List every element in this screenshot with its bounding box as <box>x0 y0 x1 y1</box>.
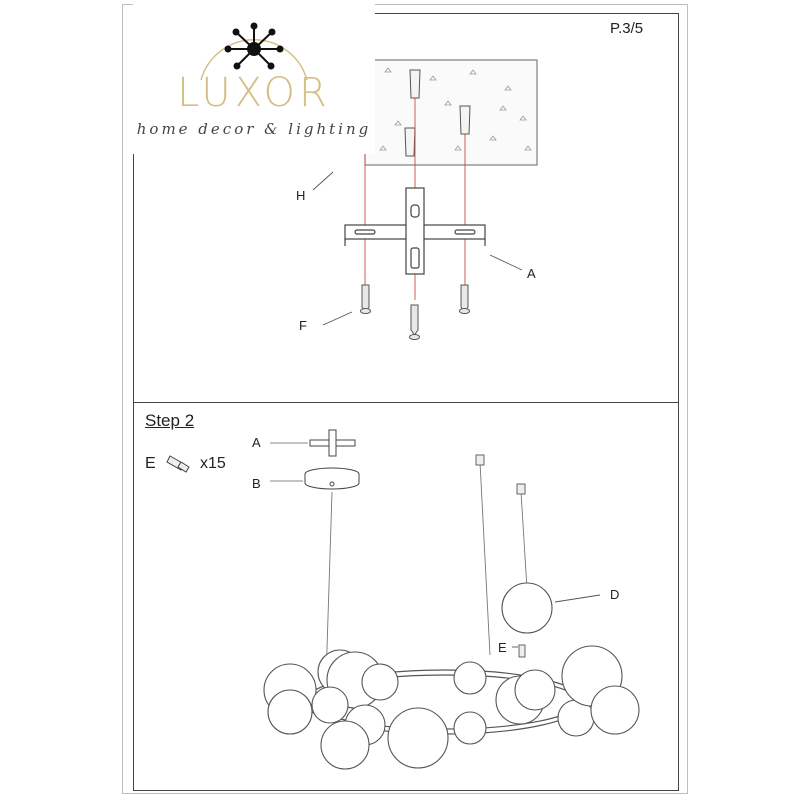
callout-d: D <box>610 587 620 602</box>
callout-e: E <box>498 640 507 655</box>
brand-logo: LUXOR home decor & lighting <box>133 4 375 154</box>
step2-leader-lines <box>512 594 601 648</box>
step-divider <box>133 402 679 403</box>
part-e-quantity: x15 <box>200 455 226 472</box>
label-part-e: E <box>145 455 156 472</box>
mounting-screws <box>360 284 470 340</box>
label-part-h: H <box>296 188 306 203</box>
part-a-bracket-icon <box>270 429 356 457</box>
mounting-bracket <box>344 187 486 275</box>
step1-leader-lines <box>312 171 523 326</box>
logo-tagline: home decor & lighting <box>136 120 372 138</box>
step-2-title: Step 2 <box>145 411 195 430</box>
page-outer-frame <box>122 4 688 794</box>
ceiling-block <box>364 59 538 166</box>
part-b-canopy-icon <box>270 467 360 490</box>
glass-globes <box>263 582 640 770</box>
label-part-a: A <box>527 266 536 281</box>
logo-brand-name: LUXOR <box>177 70 331 116</box>
page-number: P.3/5 <box>610 20 644 37</box>
logo-emblem-icon <box>200 22 308 81</box>
label-part-b: B <box>252 476 261 491</box>
part-e-connector-icon <box>166 455 190 473</box>
label-part-a-step2: A <box>252 435 261 450</box>
label-part-f: F <box>299 318 307 333</box>
wall-anchor-plugs <box>404 69 471 157</box>
